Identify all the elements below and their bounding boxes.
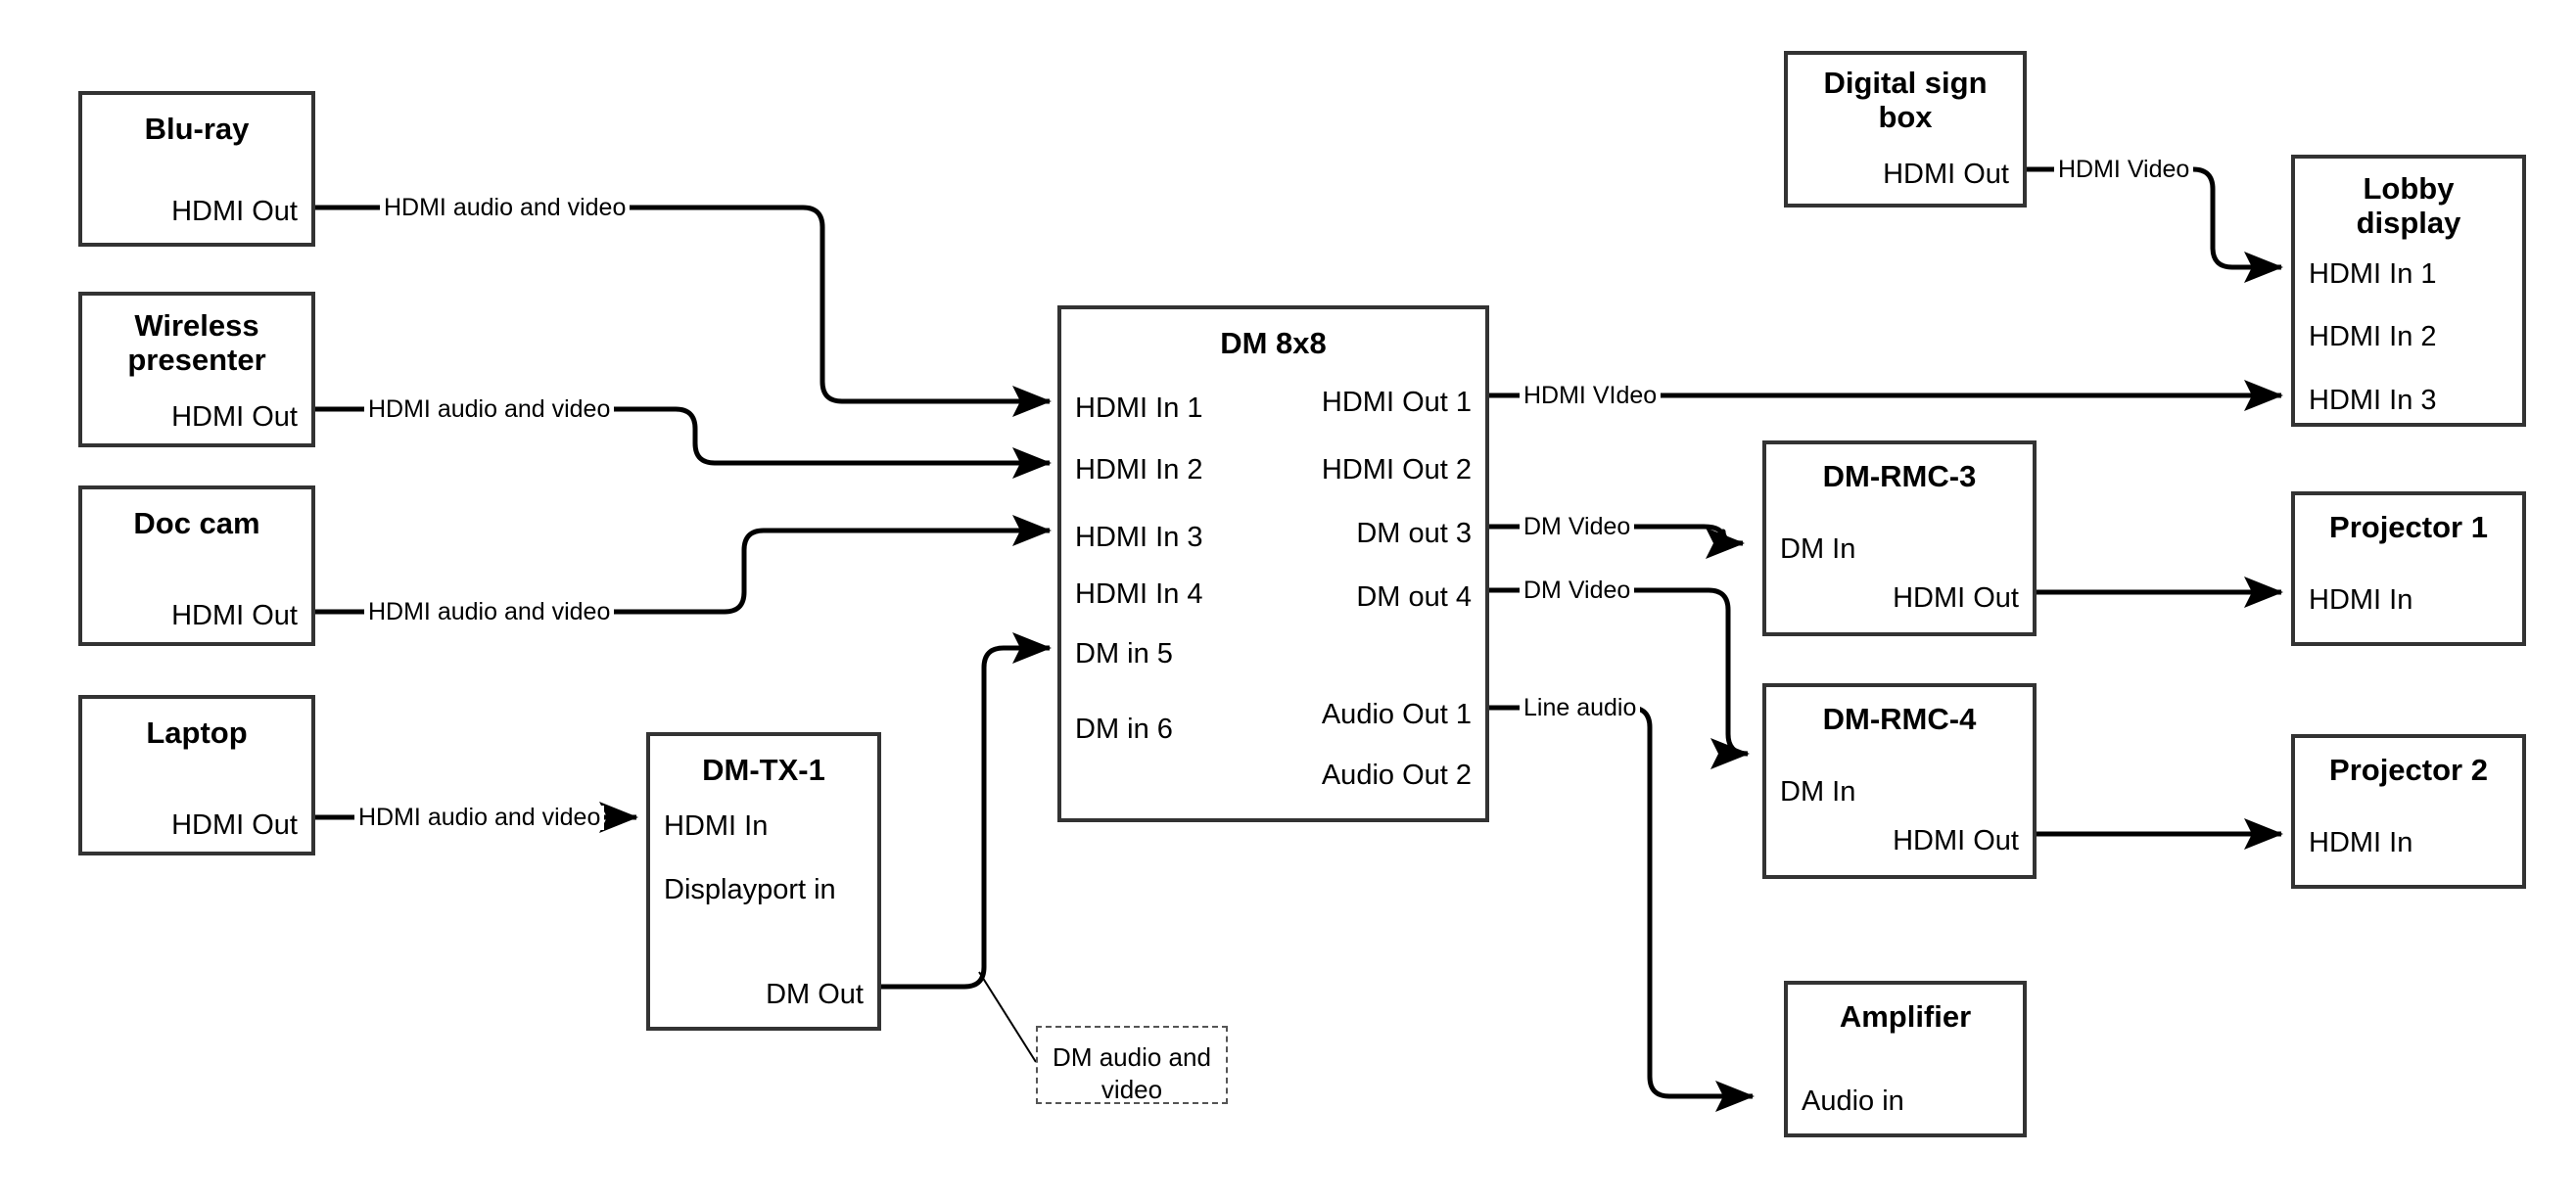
node-digital-sign-box-port-hdmi-out[interactable]: HDMI Out <box>1883 159 2009 190</box>
node-dm-8x8-port-dm-in-6[interactable]: DM in 6 <box>1075 714 1173 745</box>
node-doc-cam-port-hdmi-out[interactable]: HDMI Out <box>171 600 298 631</box>
node-dm-rmc-4[interactable]: DM-RMC-4 DM In HDMI Out <box>1762 683 2037 879</box>
node-doc-cam[interactable]: Doc cam HDMI Out <box>78 485 315 646</box>
node-doc-cam-title: Doc cam <box>133 506 260 540</box>
wire-dm8x8-to-amplifier <box>1489 705 1756 1112</box>
node-projector-2-port-hdmi-in[interactable]: HDMI In <box>2309 827 2413 858</box>
node-bluray-title: Blu-ray <box>144 112 250 146</box>
wire-label-dm-amp: Line audio <box>1520 696 1641 720</box>
wire-label-doccam: HDMI audio and video <box>364 600 615 624</box>
node-wireless-presenter-port-hdmi-out[interactable]: HDMI Out <box>171 401 298 433</box>
wire-dm8x8-to-dmrmc4 <box>1489 587 1751 769</box>
node-laptop-title: Laptop <box>146 716 248 750</box>
node-amplifier-port-audio-in[interactable]: Audio in <box>1802 1086 1904 1117</box>
node-dm-tx-1-title: DM-TX-1 <box>702 753 825 787</box>
node-lobby-display-port-hdmi-in-3[interactable]: HDMI In 3 <box>2309 385 2437 416</box>
node-laptop-port-hdmi-out[interactable]: HDMI Out <box>171 809 298 841</box>
node-lobby-display-title: Lobby display <box>2356 171 2461 240</box>
node-dm-8x8-port-hdmi-in-3[interactable]: HDMI In 3 <box>1075 522 1203 553</box>
node-dm-8x8-port-audio-out-2[interactable]: Audio Out 2 <box>1321 760 1472 791</box>
node-amplifier-title: Amplifier <box>1839 999 1972 1034</box>
node-lobby-display-port-hdmi-in-1[interactable]: HDMI In 1 <box>2309 258 2437 290</box>
node-dm-rmc-3-title: DM-RMC-3 <box>1822 459 1977 493</box>
node-projector-1-title: Projector 1 <box>2329 510 2488 544</box>
wire-bluray-to-dm8x8 <box>315 205 1053 417</box>
node-dm-rmc-4-port-dm-in[interactable]: DM In <box>1780 776 1856 808</box>
node-projector-1[interactable]: Projector 1 HDMI In <box>2291 491 2526 646</box>
node-dm-8x8-port-dm-out-4[interactable]: DM out 4 <box>1356 581 1472 613</box>
node-dm-tx-1[interactable]: DM-TX-1 HDMI In Displayport in DM Out <box>646 732 881 1031</box>
node-dm-8x8-port-audio-out-1[interactable]: Audio Out 1 <box>1321 699 1472 730</box>
node-lobby-display[interactable]: Lobby display HDMI In 1 HDMI In 2 HDMI I… <box>2291 155 2526 427</box>
wire-label-dm-lobby: HDMI VIdeo <box>1520 384 1662 408</box>
node-dm-8x8[interactable]: DM 8x8 HDMI In 1 HDMI In 2 HDMI In 3 HDM… <box>1057 305 1489 822</box>
wire-label-dm-rmc4: DM Video <box>1520 578 1635 603</box>
node-dm-8x8-port-dm-in-5[interactable]: DM in 5 <box>1075 638 1173 670</box>
wire-label-sign-lobby: HDMI Video <box>2054 158 2194 182</box>
node-dm-tx-1-port-dm-out[interactable]: DM Out <box>766 979 864 1010</box>
node-digital-sign-box-title: Digital sign box <box>1823 66 1988 134</box>
node-amplifier[interactable]: Amplifier Audio in <box>1784 981 2027 1137</box>
node-dm-8x8-port-hdmi-in-4[interactable]: HDMI In 4 <box>1075 578 1203 610</box>
wire-label-wireless: HDMI audio and video <box>364 397 615 422</box>
wire-label-dm-rmc3: DM Video <box>1520 515 1635 539</box>
node-dm-8x8-port-hdmi-out-2[interactable]: HDMI Out 2 <box>1321 454 1472 485</box>
node-projector-2[interactable]: Projector 2 HDMI In <box>2291 734 2526 889</box>
node-wireless-presenter[interactable]: Wireless presenter HDMI Out <box>78 292 315 447</box>
node-dm-8x8-port-hdmi-in-2[interactable]: HDMI In 2 <box>1075 454 1203 485</box>
node-bluray[interactable]: Blu-ray HDMI Out <box>78 91 315 247</box>
wire-label-laptop: HDMI audio and video <box>354 806 605 830</box>
node-bluray-port-hdmi-out[interactable]: HDMI Out <box>171 196 298 227</box>
node-dm-rmc-3[interactable]: DM-RMC-3 DM In HDMI Out <box>1762 440 2037 636</box>
callout-dm-audio-and-video: DM audio and video <box>1036 1026 1228 1104</box>
wire-label-bluray: HDMI audio and video <box>380 196 631 220</box>
node-dm-rmc-3-port-hdmi-out[interactable]: HDMI Out <box>1893 582 2019 614</box>
node-dm-8x8-port-dm-out-3[interactable]: DM out 3 <box>1356 518 1472 549</box>
wire-sign-to-lobby <box>2027 166 2284 283</box>
node-lobby-display-port-hdmi-in-2[interactable]: HDMI In 2 <box>2309 321 2437 352</box>
node-projector-1-port-hdmi-in[interactable]: HDMI In <box>2309 584 2413 616</box>
node-digital-sign-box[interactable]: Digital sign box HDMI Out <box>1784 51 2027 208</box>
callout-leader-line <box>978 971 1037 1063</box>
node-dm-8x8-port-hdmi-out-1[interactable]: HDMI Out 1 <box>1321 387 1472 418</box>
node-dm-rmc-3-port-dm-in[interactable]: DM In <box>1780 533 1856 565</box>
node-projector-2-title: Projector 2 <box>2329 753 2488 787</box>
wire-dmtx1-to-dm8x8 <box>881 631 1053 990</box>
node-dm-rmc-4-title: DM-RMC-4 <box>1822 702 1977 736</box>
node-dm-rmc-4-port-hdmi-out[interactable]: HDMI Out <box>1893 825 2019 856</box>
node-dm-8x8-port-hdmi-in-1[interactable]: HDMI In 1 <box>1075 393 1203 424</box>
node-dm-8x8-title: DM 8x8 <box>1220 326 1327 360</box>
node-wireless-presenter-title: Wireless presenter <box>127 308 266 377</box>
node-dm-tx-1-port-hdmi-in[interactable]: HDMI In <box>664 810 769 842</box>
node-dm-tx-1-port-displayport-in[interactable]: Displayport in <box>664 874 836 905</box>
node-laptop[interactable]: Laptop HDMI Out <box>78 695 315 855</box>
